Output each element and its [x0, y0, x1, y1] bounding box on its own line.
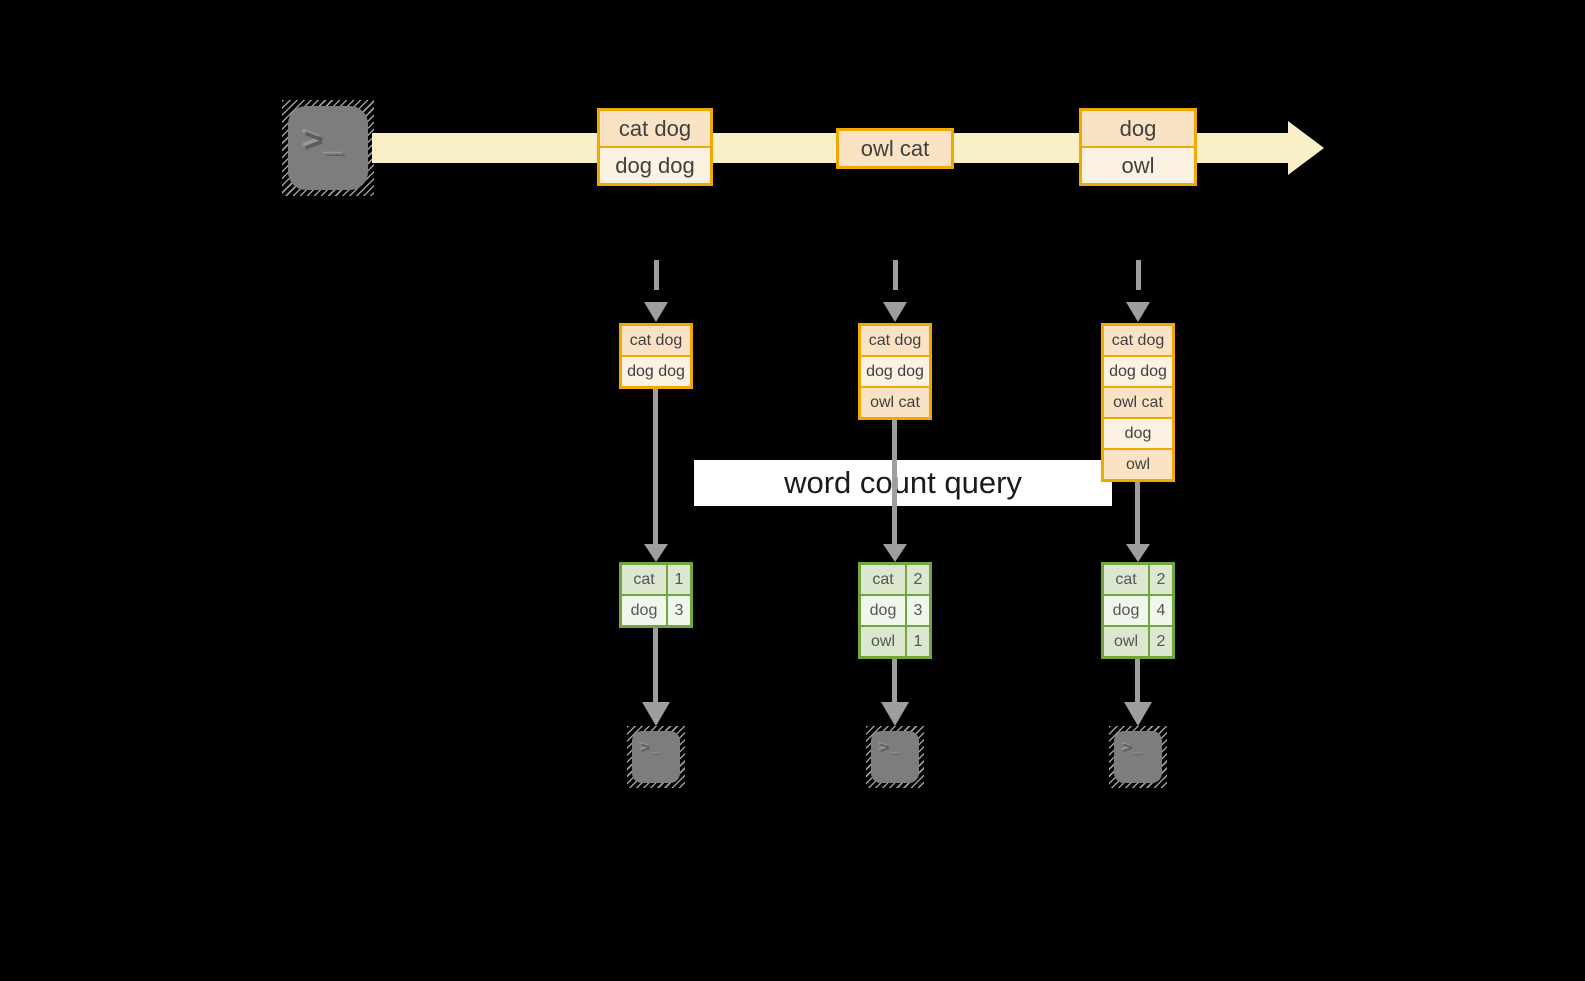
terminal-screen: >_: [1114, 731, 1162, 783]
message-cell: dog dog: [600, 148, 710, 183]
connector-line: [1135, 659, 1140, 702]
word-cell: dog: [861, 596, 905, 625]
arrowhead-icon: [644, 544, 668, 562]
count-cell: 2: [1150, 627, 1172, 656]
terminal-screen: >_: [288, 106, 368, 190]
connector-line: [892, 659, 897, 702]
buffered-message: dog dog: [1104, 357, 1172, 386]
terminal-screen: >_: [871, 731, 919, 783]
query-label: word count query: [694, 460, 1112, 506]
event-box-1: cat dog dog dog: [597, 108, 713, 186]
worker-terminal-icon-3: >_: [1109, 726, 1167, 788]
worker-terminal-icon-2: >_: [866, 726, 924, 788]
prompt-chevron: >: [641, 740, 653, 757]
dash-segment: [892, 260, 898, 290]
message-cell: owl: [1082, 148, 1194, 183]
prompt-cursor: _: [325, 122, 347, 160]
buffered-message: dog dog: [622, 357, 690, 386]
message-cell: cat dog: [600, 111, 710, 146]
count-cell: 4: [1150, 596, 1172, 625]
buffered-message: dog dog: [861, 357, 929, 386]
terminal-prompt-icon: >_: [304, 122, 347, 190]
message-cell: dog: [1082, 111, 1194, 146]
buffered-message: dog: [1104, 419, 1172, 448]
buffered-message: owl cat: [861, 388, 929, 417]
arrowhead-icon: [881, 702, 909, 726]
prompt-chevron: >: [1123, 740, 1135, 757]
stream-source-terminal-icon: >_: [282, 100, 374, 196]
word-cell: owl: [1104, 627, 1148, 656]
dashed-arrow-icon: [883, 260, 907, 322]
count-cell: 1: [907, 627, 929, 656]
connector-line: [892, 420, 897, 544]
event-box-2: owl cat: [836, 128, 954, 169]
buffered-message: cat dog: [1104, 326, 1172, 355]
word-cell: cat: [622, 565, 666, 594]
arrowhead-icon: [883, 544, 907, 562]
word-cell: cat: [1104, 565, 1148, 594]
connector-line: [1135, 482, 1140, 544]
dashed-arrow-icon: [644, 260, 668, 322]
count-cell: 1: [668, 565, 690, 594]
terminal-prompt-icon: >_: [1123, 740, 1145, 783]
prompt-cursor: _: [891, 740, 903, 757]
word-count-table-1: cat 1 dog 3: [619, 562, 693, 628]
buffered-message: owl: [1104, 450, 1172, 479]
buffered-message: owl cat: [1104, 388, 1172, 417]
count-cell: 2: [907, 565, 929, 594]
count-cell: 2: [1150, 565, 1172, 594]
terminal-prompt-icon: >_: [641, 740, 663, 783]
connector-line: [653, 389, 658, 544]
count-cell: 3: [668, 596, 690, 625]
terminal-screen: >_: [632, 731, 680, 783]
arrowhead-icon: [644, 302, 668, 322]
dash-segment: [653, 260, 659, 290]
buffered-message: cat dog: [622, 326, 690, 355]
buffer-stack-2: cat dog dog dog owl cat: [858, 323, 932, 420]
prompt-cursor: _: [652, 740, 664, 757]
count-cell: 3: [907, 596, 929, 625]
prompt-chevron: >: [880, 740, 892, 757]
word-count-table-3: cat 2 dog 4 owl 2: [1101, 562, 1175, 659]
word-cell: owl: [861, 627, 905, 656]
arrowhead-icon: [1126, 544, 1150, 562]
terminal-prompt-icon: >_: [880, 740, 902, 783]
word-cell: dog: [1104, 596, 1148, 625]
worker-terminal-icon-1: >_: [627, 726, 685, 788]
dashed-arrow-icon: [1126, 260, 1150, 322]
dash-segment: [1135, 260, 1141, 290]
buffered-message: cat dog: [861, 326, 929, 355]
message-cell: owl cat: [839, 131, 951, 166]
event-box-3: dog owl: [1079, 108, 1197, 186]
buffer-stack-3: cat dog dog dog owl cat dog owl: [1101, 323, 1175, 482]
word-cell: cat: [861, 565, 905, 594]
word-count-table-2: cat 2 dog 3 owl 1: [858, 562, 932, 659]
arrowhead-icon: [642, 702, 670, 726]
prompt-cursor: _: [1134, 740, 1146, 757]
prompt-chevron: >: [304, 122, 326, 160]
arrowhead-icon: [883, 302, 907, 322]
arrowhead-icon: [1124, 702, 1152, 726]
arrowhead-icon: [1126, 302, 1150, 322]
word-cell: dog: [622, 596, 666, 625]
buffer-stack-1: cat dog dog dog: [619, 323, 693, 389]
stream-arrowhead-icon: [1288, 121, 1324, 175]
connector-line: [653, 628, 658, 702]
